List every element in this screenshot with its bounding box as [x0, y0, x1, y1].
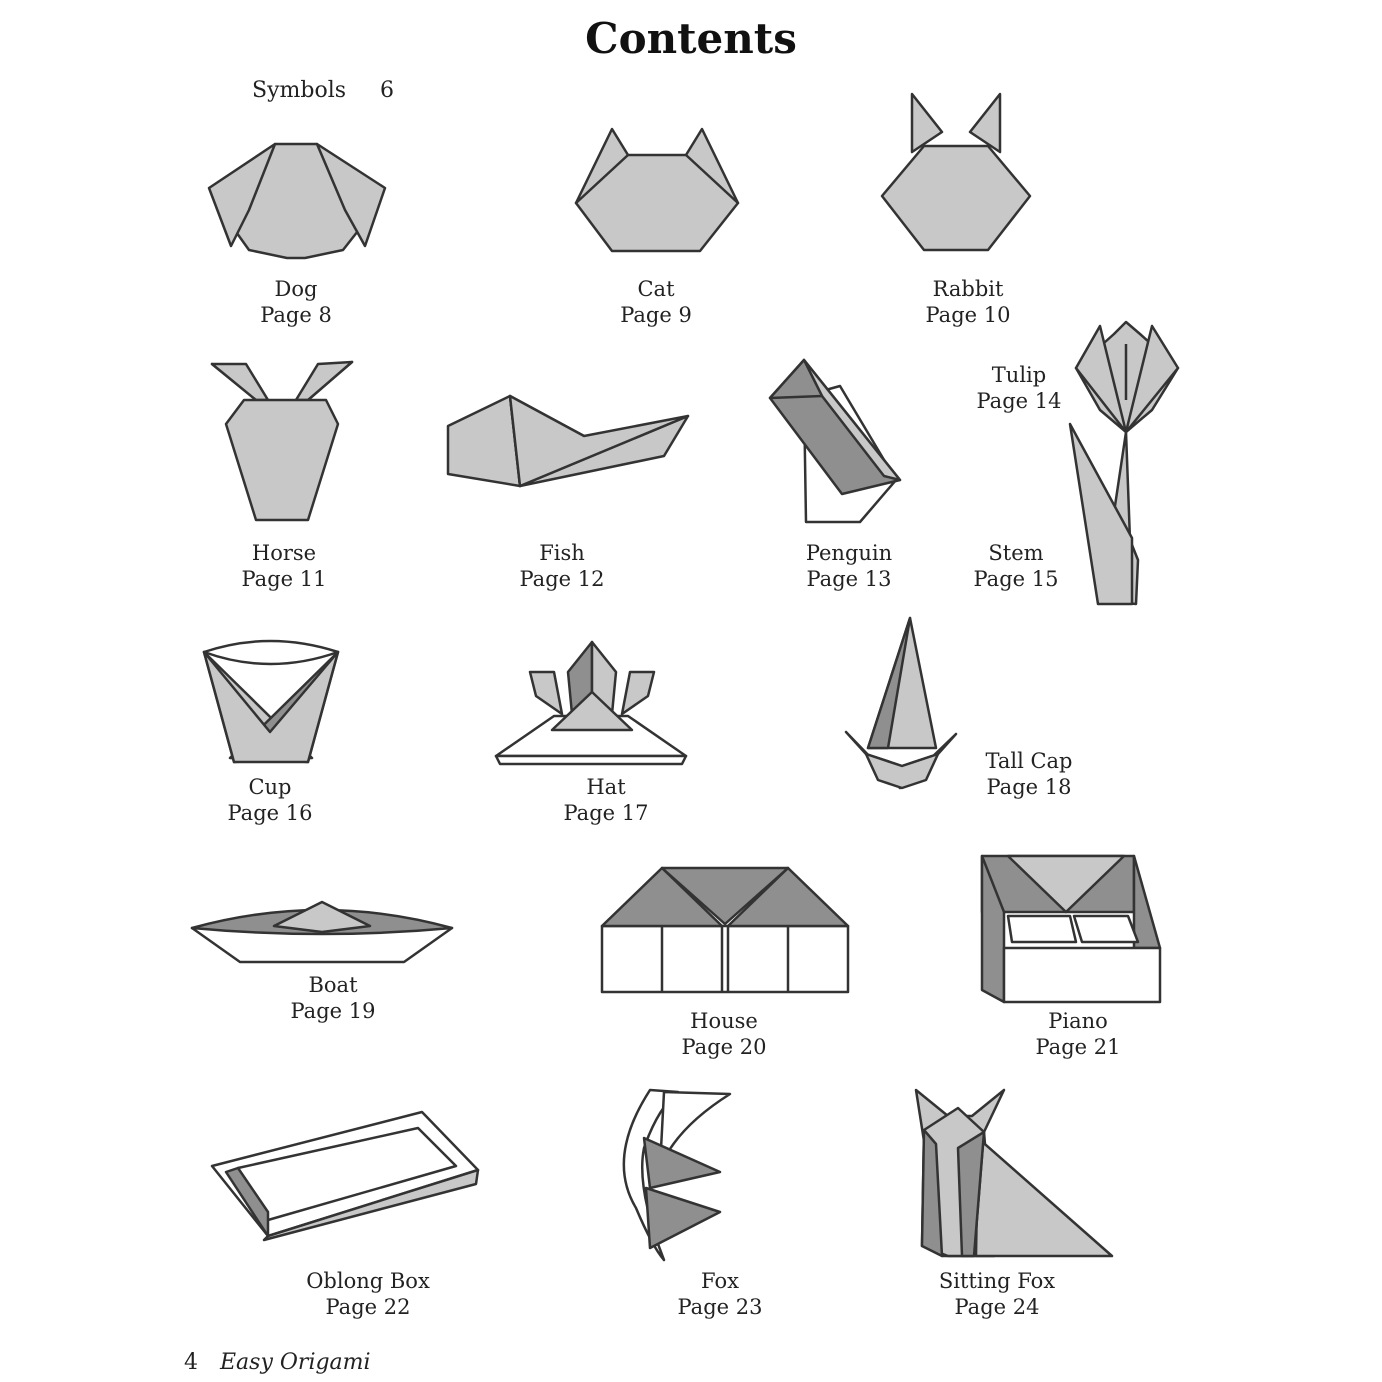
toc-entry-tulip[interactable]: Tulip Page 14 — [976, 363, 1062, 413]
house-origami-icon — [600, 866, 850, 994]
page-footer: 4 Easy Origami — [184, 1350, 371, 1375]
toc-entry-symbols[interactable]: Symbols 6 — [252, 78, 394, 103]
symbols-label: Symbols — [252, 78, 347, 103]
toc-entry-sitting-fox[interactable]: Sitting Fox Page 24 — [938, 1269, 1056, 1319]
oblong-box-origami-icon — [210, 1110, 480, 1242]
toc-entry-piano[interactable]: Piano Page 21 — [1035, 1009, 1121, 1059]
toc-entry-tall-cap[interactable]: Tall Cap Page 18 — [985, 749, 1073, 799]
toc-entry-fish[interactable]: Fish Page 12 — [519, 541, 605, 591]
piano-origami-icon — [980, 854, 1162, 1004]
footer-book-title: Easy Origami — [220, 1350, 371, 1375]
toc-entry-rabbit[interactable]: Rabbit Page 10 — [925, 277, 1011, 327]
toc-entry-stem[interactable]: Stem Page 15 — [973, 541, 1059, 591]
footer-page-number: 4 — [184, 1350, 198, 1375]
cup-origami-icon — [202, 639, 340, 764]
toc-entry-hat[interactable]: Hat Page 17 — [563, 775, 649, 825]
tulip-origami-icon — [1068, 320, 1180, 606]
horse-origami-icon — [210, 360, 354, 522]
fox-origami-icon — [622, 1088, 732, 1262]
tall-cap-origami-icon — [844, 616, 958, 790]
fish-origami-icon — [446, 394, 690, 488]
toc-entry-cat[interactable]: Cat Page 9 — [620, 277, 692, 327]
penguin-origami-icon — [768, 358, 902, 524]
toc-entry-boat[interactable]: Boat Page 19 — [290, 973, 376, 1023]
toc-entry-horse[interactable]: Horse Page 11 — [241, 541, 327, 591]
sitting-fox-origami-icon — [914, 1088, 1114, 1258]
rabbit-origami-icon — [880, 92, 1032, 252]
toc-entry-dog[interactable]: Dog Page 8 — [260, 277, 332, 327]
dog-origami-icon — [207, 142, 387, 260]
toc-entry-penguin[interactable]: Penguin Page 13 — [805, 541, 893, 591]
toc-entry-oblong-box[interactable]: Oblong Box Page 22 — [306, 1269, 430, 1319]
toc-entry-fox[interactable]: Fox Page 23 — [677, 1269, 763, 1319]
toc-entry-house[interactable]: House Page 20 — [681, 1009, 767, 1059]
hat-origami-icon — [494, 640, 688, 766]
boat-origami-icon — [190, 900, 454, 964]
cat-origami-icon — [574, 127, 740, 253]
toc-entry-cup[interactable]: Cup Page 16 — [227, 775, 313, 825]
symbols-page: 6 — [380, 78, 395, 103]
page-title: Contents — [585, 14, 797, 63]
